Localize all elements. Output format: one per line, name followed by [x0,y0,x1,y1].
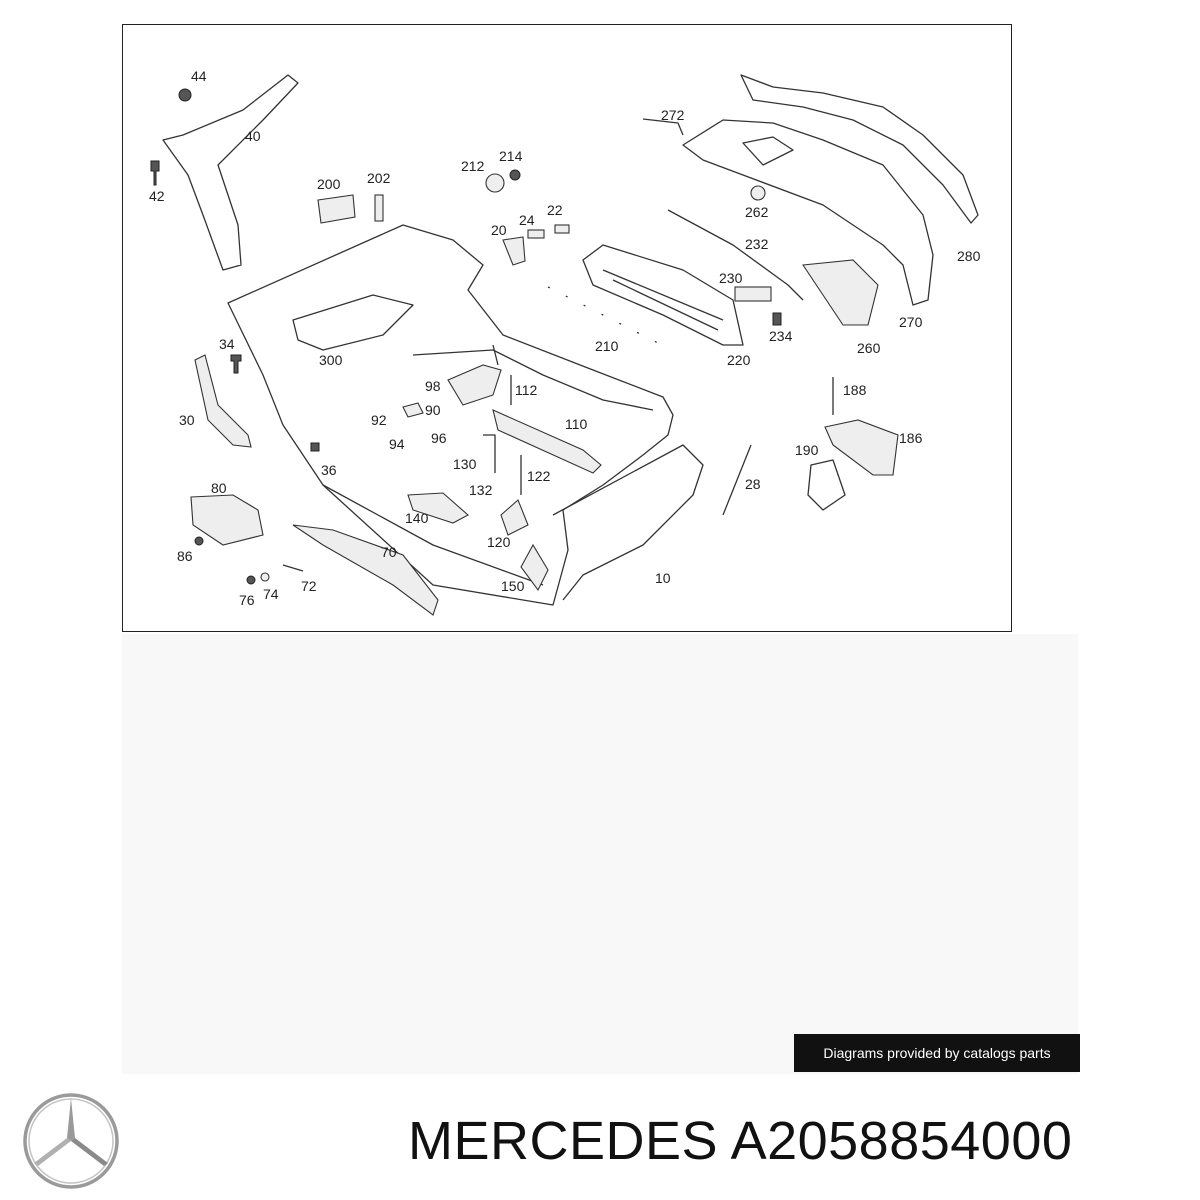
callout-label: 272 [661,107,685,123]
cover-part [317,194,384,224]
bracket-cluster [402,364,602,524]
callout-label: 44 [191,68,207,84]
callout-label: 20 [491,222,507,238]
callout-label: 212 [461,158,485,174]
callout-label: 232 [745,236,769,252]
callout-label: 220 [727,352,751,368]
clip-part-262 [750,185,766,201]
bracket-part-120 [500,499,529,536]
callout-label: 186 [899,430,923,446]
callout-label: 150 [501,578,525,594]
callout-label: 230 [719,270,743,286]
credit-banner: Diagrams provided by catalogs parts [794,1034,1080,1072]
credit-text: Diagrams provided by catalogs parts [823,1045,1051,1061]
tailpipe-parts [807,377,899,511]
screw-part [150,160,160,186]
callout-label: 28 [745,476,761,492]
callout-label: 96 [431,430,447,446]
callout-label: 122 [527,468,551,484]
callout-label: 200 [317,176,341,192]
callout-label: 130 [453,456,477,472]
parts-diagram: 44 40 42 200 202 212 214 24 22 20 272 26… [122,24,1012,632]
callout-label: 42 [149,188,165,204]
callout-label: 72 [301,578,317,594]
callout-label: 112 [515,382,538,398]
callout-label: 262 [745,204,769,220]
callout-label: 34 [219,336,235,352]
callout-label: 210 [595,338,619,354]
callout-label: 140 [405,510,429,526]
callout-label: 70 [381,544,397,560]
callout-label: 190 [795,442,819,458]
callout-label: 110 [565,416,588,432]
pin-part [642,118,684,136]
callout-label: 214 [499,148,523,164]
bracket-part-260 [802,259,879,326]
callout-label: 94 [389,436,405,452]
strip-part-28 [722,444,752,516]
diffuser-part [682,74,979,306]
callout-label: 234 [769,328,793,344]
callout-label: 24 [519,212,535,228]
side-bracket-part [194,354,252,448]
rod-part [667,209,804,301]
callout-label: 260 [857,340,881,356]
exploded-view-drawing: 44 40 42 200 202 212 214 24 22 20 272 26… [149,68,981,616]
connector-part [734,286,782,326]
mount-bracket [190,494,264,546]
callout-label: 120 [487,534,511,550]
callout-label: 270 [899,314,923,330]
reflector-part [520,543,549,592]
callout-label: 92 [371,412,387,428]
callout-label: 40 [245,128,261,144]
callout-label: 10 [655,570,671,586]
strip-part [292,524,439,616]
callout-label: 22 [547,202,563,218]
callout-label: 86 [177,548,193,564]
callout-label: 280 [957,248,981,264]
callout-label: 90 [425,402,441,418]
callout-label: 76 [239,592,255,608]
callout-label: 36 [321,462,337,478]
clip-part-36 [310,442,320,452]
part-number-title: MERCEDES A2058854000 [408,1111,1073,1171]
callout-label: 30 [179,412,195,428]
callout-label: 132 [469,482,493,498]
callout-label: 300 [319,352,343,368]
diagram-background-area [122,634,1078,1074]
callout-label: 98 [425,378,441,394]
fastener-parts [246,564,304,585]
sensor-part [485,169,521,193]
grille-part [582,244,744,346]
callout-label: 80 [211,480,227,496]
mercedes-star-logo [23,1093,119,1189]
clip-parts [502,224,570,266]
callout-label: 188 [843,382,867,398]
bumper-cover [227,224,704,606]
callout-label: 202 [367,170,391,186]
screw-part-34 [230,354,242,374]
fastener-line [547,286,659,344]
bracket-part [162,74,299,271]
callout-label: 74 [263,586,279,602]
